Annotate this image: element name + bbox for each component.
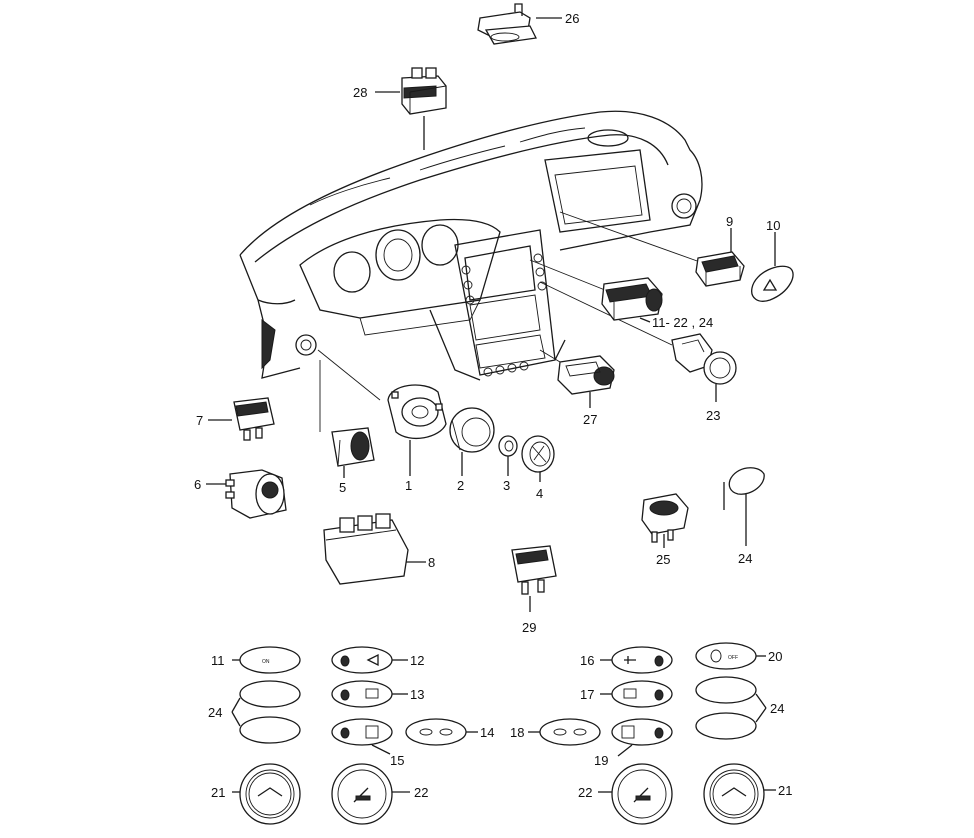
leader-11-22-24: [639, 317, 651, 323]
knob-22-left: [331, 763, 393, 825]
part-6-switch: [225, 469, 287, 519]
leader-24-left-a: [231, 697, 241, 713]
leader-19: [617, 744, 633, 757]
part-23-lock-housing: [671, 333, 737, 385]
callout-28: 28: [353, 85, 367, 100]
face-19: [611, 718, 673, 746]
leader-9: [559, 211, 701, 263]
callout-19: 19: [594, 753, 608, 768]
part-5-switch: [331, 427, 375, 467]
face-16: [611, 646, 673, 674]
part-3-nut: [498, 435, 518, 457]
callout-20: 20: [768, 649, 782, 664]
callout-14: 14: [480, 725, 494, 740]
leader-24-left-b: [231, 711, 241, 727]
leader-11-22: [529, 259, 606, 291]
part-1-ignition-switch: [387, 384, 447, 440]
face-12: [331, 646, 393, 674]
dashboard: [239, 110, 703, 381]
part-28-relay: [401, 67, 447, 115]
callout-7: 7: [196, 413, 203, 428]
callout-10: 10: [766, 218, 780, 233]
callout-24-left: 24: [208, 705, 222, 720]
face-20: OFF: [695, 642, 757, 670]
callout-11-22-24: 11- 22 , 24: [652, 315, 713, 330]
callout-26: 26: [565, 11, 579, 26]
leader-23: [539, 281, 673, 346]
knob-21-right: [703, 763, 765, 825]
part-27-switch: [557, 355, 615, 395]
svg-text:OFF: OFF: [728, 655, 738, 661]
callout-25: 25: [656, 552, 670, 567]
callout-24-right: 24: [770, 701, 784, 716]
callout-11: 11: [211, 653, 225, 668]
callout-16: 16: [580, 653, 594, 668]
callout-5: 5: [339, 480, 346, 495]
leader-15: [371, 744, 391, 755]
face-24-right-b: [695, 712, 757, 740]
leader-24-right-a: [755, 693, 767, 709]
face-15: [331, 718, 393, 746]
callout-17: 17: [580, 687, 594, 702]
part-10-hazard-button: [751, 265, 794, 302]
knob-22-right: [611, 763, 673, 825]
callout-23: 23: [706, 408, 720, 423]
leader-1: [317, 349, 381, 401]
callout-24-mid: 24: [738, 551, 752, 566]
part-9-switch: [695, 251, 745, 287]
callout-3: 3: [503, 478, 510, 493]
face-24-left-b: [239, 716, 301, 744]
callout-22-left: 22: [414, 785, 428, 800]
callout-13: 13: [410, 687, 424, 702]
part-4-knob: [521, 435, 555, 473]
callout-8: 8: [428, 555, 435, 570]
face-11: ON: [239, 646, 301, 674]
callout-21-left: 21: [211, 785, 225, 800]
part-29-relay: [511, 545, 557, 595]
callout-29: 29: [522, 620, 536, 635]
callout-12: 12: [410, 653, 424, 668]
part-25-switch: [641, 493, 689, 543]
callout-21-right: 21: [778, 783, 792, 798]
part-26-bracket: [477, 3, 537, 45]
part-2-ring: [449, 407, 495, 453]
face-13: [331, 680, 393, 708]
svg-text:ON: ON: [262, 659, 270, 665]
callout-15: 15: [390, 753, 404, 768]
callout-27: 27: [583, 412, 597, 427]
callout-22-right: 22: [578, 785, 592, 800]
face-14: [405, 718, 467, 746]
face-17: [611, 680, 673, 708]
leader-27: [539, 349, 561, 363]
part-7-relay: [233, 397, 275, 441]
callout-2: 2: [457, 478, 464, 493]
callout-1: 1: [405, 478, 412, 493]
knob-21-left: [239, 763, 301, 825]
face-18: [539, 718, 601, 746]
leader-24-right-b: [755, 707, 767, 723]
callout-9: 9: [726, 214, 733, 229]
face-24-left-a: [239, 680, 301, 708]
callout-6: 6: [194, 477, 201, 492]
callout-4: 4: [536, 486, 543, 501]
callout-18: 18: [510, 725, 524, 740]
face-24-right-a: [695, 676, 757, 704]
part-8-switch-strip: [323, 513, 409, 585]
part-24-cover: [723, 467, 765, 520]
part-11-22-24-switch-block: [601, 277, 663, 321]
